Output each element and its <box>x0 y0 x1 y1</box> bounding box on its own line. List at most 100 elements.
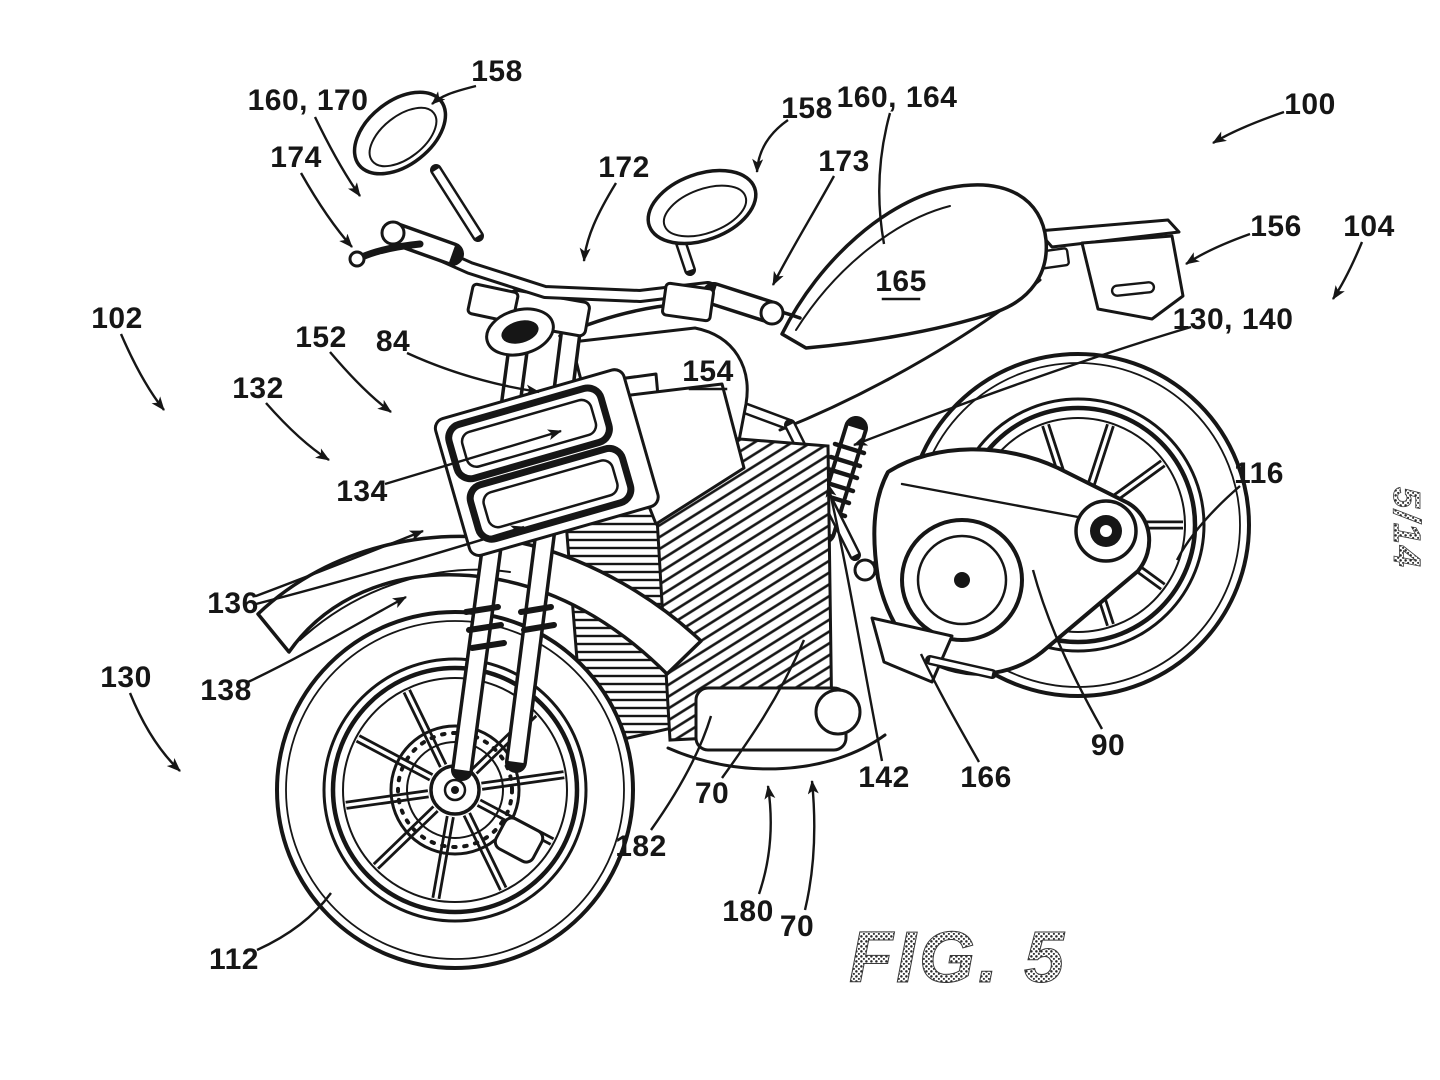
leader-line <box>803 780 819 911</box>
ref-label-154: 154 <box>682 355 734 391</box>
leader-line <box>853 325 1192 447</box>
leader-line <box>919 653 981 763</box>
figure-caption: FIG. 5 <box>849 918 1067 998</box>
leader-line <box>431 84 477 105</box>
leader-line <box>265 402 330 462</box>
ref-number: 70 <box>780 910 814 943</box>
ref-number: 138 <box>200 674 252 707</box>
ref-label-136: 136 <box>207 525 525 620</box>
leader-line <box>247 595 407 684</box>
ref-label-182: 182 <box>615 715 713 863</box>
ref-label-104: 104 <box>1332 210 1395 300</box>
ref-label-172: 172 <box>579 151 650 262</box>
ref-label-90: 90 <box>1031 569 1125 762</box>
leader-line <box>313 116 361 197</box>
ref-label-158: 158 <box>431 55 522 105</box>
seat <box>780 183 1049 350</box>
ref-label-173: 173 <box>771 145 870 286</box>
ref-label-112: 112 <box>209 892 332 976</box>
leader-line <box>255 529 424 598</box>
ref-label-160-170: 160, 170 <box>248 84 369 197</box>
front-brake-caliper <box>493 816 545 864</box>
ref-number: 134 <box>336 475 388 508</box>
ref-label-134: 134 <box>336 429 562 508</box>
ref-number: 130, 140 <box>1173 303 1294 336</box>
ref-number: 156 <box>1250 210 1302 243</box>
leader-line <box>1031 569 1104 730</box>
ref-number: 104 <box>1343 210 1395 243</box>
ref-number: 112 <box>209 943 259 976</box>
ref-number: 70 <box>695 777 729 810</box>
left-mirror <box>352 90 484 242</box>
ref-number: 84 <box>376 325 410 358</box>
leader-line <box>1332 241 1364 300</box>
ref-number: 90 <box>1091 729 1125 762</box>
ref-label-138: 138 <box>200 595 407 707</box>
ref-number: 158 <box>781 92 833 125</box>
ref-label-152: 152 <box>295 321 392 413</box>
leader-line <box>1175 485 1241 561</box>
leader-line <box>650 715 713 831</box>
leader-line <box>256 892 332 952</box>
ref-label-116: 116 <box>1175 457 1284 561</box>
ref-number: 180 <box>722 895 774 928</box>
page-indicator: 5/14 <box>1385 487 1427 569</box>
brake-master-cylinder <box>661 281 715 323</box>
ref-number: 116 <box>1234 457 1284 490</box>
leader-line <box>825 483 884 762</box>
ref-number: 130 <box>100 661 152 694</box>
ref-label-102: 102 <box>91 302 165 411</box>
leader-line <box>878 112 892 245</box>
leader-line <box>299 172 353 248</box>
ref-label-174: 174 <box>270 141 353 248</box>
leader-line <box>752 119 789 173</box>
leader-line <box>579 182 618 262</box>
labels-layer: 158 160, 170 174 172 158 173 160, 164 165 154 100… <box>91 55 1395 976</box>
ref-label-180: 180 <box>722 785 776 928</box>
leader-line <box>1212 110 1285 145</box>
ref-label-130-140: 130, 140 <box>853 303 1294 447</box>
motor-housing <box>666 686 887 771</box>
leader-line <box>406 351 540 396</box>
ref-label-132: 132 <box>232 372 330 462</box>
headlight-stack <box>433 368 660 558</box>
leader-line <box>384 429 562 486</box>
ref-label-130: 130 <box>100 661 181 772</box>
ref-number: 152 <box>295 321 347 354</box>
ref-number: 174 <box>270 141 322 174</box>
leader-line <box>1185 232 1251 265</box>
tail-bracket <box>1036 218 1185 321</box>
leader-line <box>757 785 776 895</box>
battery-box <box>604 382 834 742</box>
leader-line <box>119 333 165 411</box>
ref-number: 165 <box>875 265 927 298</box>
right-mirror <box>646 168 758 276</box>
ref-label-70: 70 <box>695 639 806 810</box>
ref-number: 136 <box>207 587 259 620</box>
ref-label-160-164: 160, 164 <box>837 81 958 245</box>
front-wheel <box>275 610 635 970</box>
ref-label-84: 84 <box>376 325 540 396</box>
ref-number: 132 <box>232 372 284 405</box>
footpeg-bracket <box>870 616 997 684</box>
ref-label-156: 156 <box>1185 210 1302 265</box>
ref-number: 160, 164 <box>837 81 958 114</box>
ref-number: 172 <box>598 151 650 184</box>
ref-number: 102 <box>91 302 143 335</box>
ref-number: 142 <box>858 761 910 794</box>
leader-line <box>771 175 836 286</box>
belt-drive-cover <box>872 447 1152 676</box>
ref-number: 173 <box>818 145 870 178</box>
ref-number: 160, 170 <box>248 84 369 117</box>
ref-number: 154 <box>682 355 734 388</box>
ref-number: 100 <box>1284 88 1336 121</box>
leader-line <box>329 351 392 413</box>
ref-label-158: 158 <box>752 92 833 173</box>
clutch-lever <box>358 240 424 261</box>
ref-number: 182 <box>615 830 667 863</box>
ref-label-70: 70 <box>780 780 819 943</box>
leader-line <box>255 525 525 606</box>
ref-label-165: 165 <box>875 265 927 301</box>
